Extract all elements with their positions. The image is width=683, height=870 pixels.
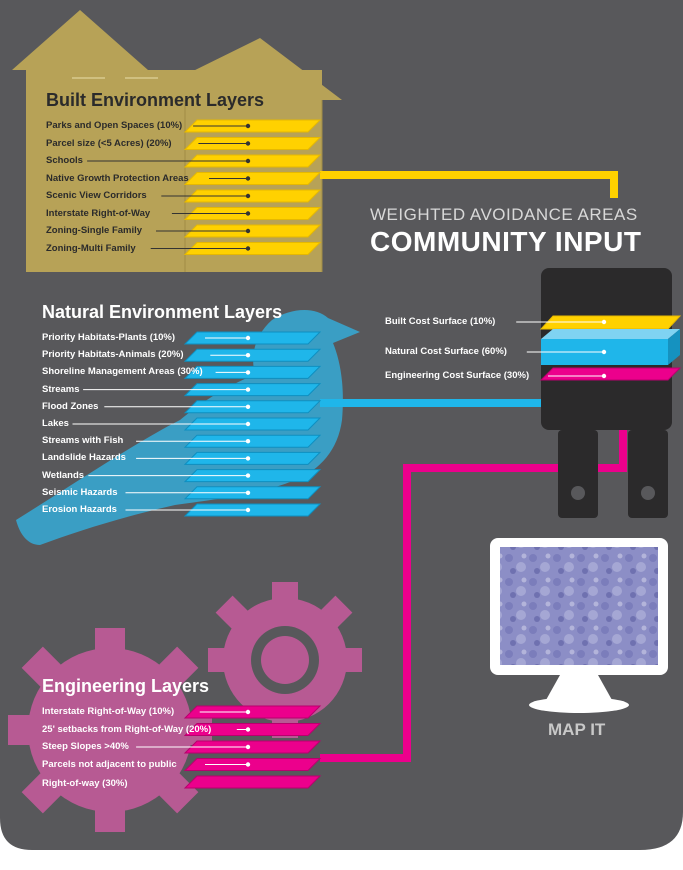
built-layer-label: Zoning-Single Family [46,225,143,236]
natural-layer-8 [183,469,322,483]
built-layer-label: Parcel size (<5 Acres) (20%) [46,137,172,149]
built-layer-7 [183,242,322,255]
engineering-dot-1 [245,727,251,732]
engineering-layer-stack [136,705,322,789]
built-connector [320,171,618,198]
engineering-connector [320,425,627,762]
natural-layer-1 [183,348,322,362]
built-layer-label: Schools [46,155,83,166]
engineering-layer-label: Steep Slopes >40% [42,741,129,752]
natural-dot-1 [245,353,251,358]
natural-layer-4 [183,400,322,414]
gear-icon [8,628,212,832]
built-layer-3 [183,172,322,185]
gear-hub-inner [261,636,309,684]
engineering-layer-2 [183,740,322,754]
natural-dot-6 [245,439,251,444]
built-dot-6 [245,228,251,234]
natural-layer-label: Flood Zones [42,400,99,412]
natural-layer-label: Priority Habitats-Animals (20%) [42,349,184,361]
natural-dot-3 [245,387,251,392]
natural-layer-label: Seismic Hazards [42,486,118,498]
built-layer-label: Scenic View Corridors [46,190,147,201]
built-dot-4 [245,193,251,199]
built-dot-3 [245,176,251,181]
cost-surface-label: Built Cost Surface (10%) [385,316,496,327]
natural-layer-10 [183,503,322,517]
engineering-layer-label: 25' setbacks from Right-of-Way (20%) [42,723,212,735]
natural-layer-5 [183,417,322,431]
built-layer-2 [183,154,322,168]
engineering-layer-3 [183,758,322,771]
built-dot-7 [245,246,251,251]
natural-layer-2 [183,365,322,379]
engineering-layer-0 [183,705,322,719]
natural-dot-2 [245,370,251,375]
cost-surface-label: Natural Cost Surface (60%) [385,346,507,357]
natural-layer-9 [183,486,322,500]
engineering-dot-0 [245,709,251,715]
natural-dot-8 [245,473,251,478]
surface-dot-1 [601,349,607,355]
built-layer-label: Native Growth Protection Areas [46,172,189,184]
natural-cost-surface-top [541,329,680,339]
natural-layer-7 [183,451,322,465]
engineering-layer-4 [183,775,322,789]
built-layer-stack [87,119,322,255]
engineering-layer-label: Interstate Right-of-Way (10%) [42,706,175,717]
map-it-label: MAP IT [548,720,606,739]
cost-surface-label: Engineering Cost Surface (30%) [385,370,530,381]
natural-environment-title: Natural Environment Layers [42,302,283,322]
natural-dot-4 [245,404,251,409]
natural-layer-3 [183,383,322,397]
engineering-dot-3 [245,762,251,767]
natural-dot-7 [245,456,251,461]
natural-dot-5 [245,421,251,427]
built-layer-label: Interstate Right-of-Way [46,207,151,219]
surface-dot-0 [601,319,607,325]
engineering-cost-surface [539,367,682,381]
built-dot-0 [245,123,251,129]
built-layer-label: Zoning-Multi Family [46,242,136,254]
monitor-icon [490,538,668,713]
built-dot-1 [245,141,251,146]
natural-layer-0 [183,331,322,345]
natural-layer-label: Streams [42,383,80,395]
built-layer-label: Parks and Open Spaces (10%) [46,120,183,131]
engineering-layer-label: Parcels not adjacent to public [42,758,177,770]
surface-dot-2 [601,373,607,379]
engineering-layer-label: Right-of-way (30%) [42,778,128,789]
natural-dot-10 [245,507,251,513]
built-layer-6 [183,224,322,238]
natural-cost-surface-side [668,329,680,365]
natural-layer-label: Shoreline Management Areas (30%) [42,366,203,378]
natural-layer-label: Landslide Hazards [42,452,126,464]
natural-dot-9 [245,490,251,495]
built-layer-1 [183,137,322,150]
natural-layer-label: Streams with Fish [42,435,124,447]
built-dot-2 [245,158,251,164]
natural-layer-label: Wetlands [42,469,85,481]
engineering-title: Engineering Layers [42,676,210,696]
built-environment-title: Built Environment Layers [46,90,265,110]
built-layer-5 [183,207,322,220]
cost-surface-stack [516,315,682,381]
engineering-dot-2 [245,744,251,750]
built-layer-0 [183,119,322,133]
natural-layer-6 [183,434,322,448]
natural-layer-stack [72,331,322,517]
natural-layer-label: Erosion Hazards [42,504,117,515]
natural-layer-label: Priority Habitats-Plants (10%) [42,332,176,343]
built-layer-4 [183,189,322,203]
engineering-layer-1 [183,723,322,736]
weighted-avoidance-subtitle: WEIGHTED AVOIDANCE AREAS [370,205,638,224]
community-input-title: COMMUNITY INPUT [370,226,642,257]
natural-dot-0 [245,335,251,341]
natural-layer-label: Lakes [42,418,69,429]
built-dot-5 [245,211,251,216]
